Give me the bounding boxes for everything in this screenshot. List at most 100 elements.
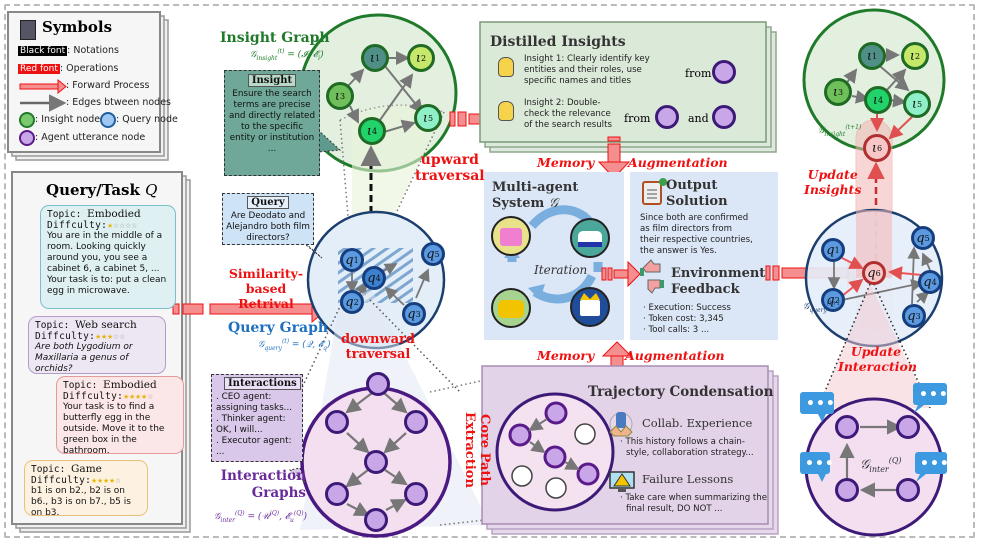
trajectory-title: Trajectory Condensation bbox=[588, 384, 774, 400]
downward-l1: downward bbox=[341, 332, 415, 347]
output-l2: Solution bbox=[666, 194, 728, 209]
core-path-l1: Core Path bbox=[477, 414, 492, 486]
query-task-title-symbol: Q bbox=[145, 181, 158, 199]
task-text: You are in the middle of a room. Looking… bbox=[47, 231, 167, 296]
star-icon: ☆ bbox=[131, 220, 138, 231]
insight-callout-tail bbox=[317, 128, 342, 153]
output-text-l2: as film directors from bbox=[640, 224, 732, 234]
interaction-line: assigning tasks... bbox=[216, 403, 293, 413]
updated-agent-node bbox=[835, 415, 859, 439]
query-callout-text: Are Deodato and Alejandro both film dire… bbox=[226, 211, 310, 243]
insight2-l2: check the relevance bbox=[524, 109, 611, 119]
memory-augmentation-down-arrow bbox=[597, 136, 631, 179]
insight-node-desc: : Insight node bbox=[35, 114, 101, 125]
agent-node bbox=[325, 410, 349, 434]
core-path-line-top bbox=[429, 379, 486, 393]
updated-agent-node bbox=[896, 415, 920, 439]
update-insights-l2: Insights bbox=[804, 182, 862, 197]
interaction-title-l2: Graphs bbox=[251, 485, 306, 501]
interactions-lines: . CEO agent:assigning tasks.... Thinker … bbox=[216, 392, 298, 458]
agent-node bbox=[404, 482, 428, 506]
feedback-item: · Token cost: 3,345 bbox=[643, 314, 724, 324]
insight-callout: Insight Ensure the search terms are prec… bbox=[224, 70, 320, 176]
memory-label-top: Memory bbox=[537, 155, 595, 170]
query-graph-formula: 𝒢query(t) = (𝒬, 𝓔q) bbox=[258, 338, 331, 352]
task-topic: Topic: Embodied bbox=[47, 208, 141, 221]
task-topic: Topic: Web search bbox=[35, 319, 137, 332]
star-icon: ★ bbox=[129, 391, 136, 402]
insight-node-symbol bbox=[19, 112, 35, 128]
forward-arrow-symbol bbox=[19, 78, 67, 95]
feedback-thumbs-icon bbox=[640, 259, 664, 294]
thinker-agent-avatar bbox=[712, 105, 736, 129]
output-text-l4: the answer is Yes. bbox=[640, 246, 717, 256]
failure-l1: Take care when summarizing the bbox=[625, 493, 768, 503]
environment-feedback-items: · Execution: Success· Token cost: 3,345·… bbox=[643, 303, 731, 336]
chat-dots: ••• bbox=[919, 387, 949, 403]
upward-l1: upward bbox=[420, 152, 479, 168]
star-icon: ★ bbox=[103, 475, 110, 486]
edges-desc: : Edges btween nodes bbox=[66, 97, 172, 108]
query-task-title: Query/Task Q bbox=[46, 181, 157, 199]
system-to-feedback-arrow bbox=[601, 260, 641, 288]
updated-insight-label: 𝒢insight(t+1) bbox=[818, 124, 862, 138]
symbols-title: Symbols bbox=[42, 18, 113, 36]
black-font-desc: : Notations bbox=[67, 45, 119, 56]
multi-agent-symbol: 𝒢 bbox=[548, 196, 559, 211]
core-path-extraction-label: Core Path Extraction bbox=[462, 395, 492, 505]
star-icon: ★ bbox=[135, 391, 142, 402]
collab-l1: This history follows a chain- bbox=[625, 437, 745, 447]
agent-node bbox=[364, 508, 388, 532]
lightbulb-icon bbox=[498, 57, 514, 77]
interaction-line: . CEO agent: bbox=[216, 392, 272, 402]
task-difficulty: Diffculty:★★★★☆ bbox=[63, 391, 154, 402]
agent-node-desc: : Agent utterance node bbox=[35, 132, 146, 143]
feedback-item: · Execution: Success bbox=[643, 303, 731, 313]
warning-monitor-icon bbox=[609, 471, 635, 492]
updated-agent-node bbox=[896, 478, 920, 502]
output-text-l1: Since both are confirmed bbox=[640, 213, 749, 223]
task-text: Are both Lygodium or Maxillaria a genus … bbox=[35, 342, 133, 374]
interaction-line: . Executor agent: ... bbox=[216, 436, 292, 457]
star-icon: ★ bbox=[107, 220, 114, 231]
query-callout-header: Query bbox=[247, 196, 289, 209]
task-difficulty: Diffculty:★★★★☆ bbox=[31, 475, 122, 486]
agent-avatars bbox=[491, 216, 610, 328]
star-icon: ★ bbox=[97, 475, 104, 486]
interactions-callout: Interactions . CEO agent:assigning tasks… bbox=[211, 374, 303, 462]
star-icon: ★ bbox=[91, 475, 98, 486]
star-icon: ☆ bbox=[113, 331, 120, 342]
interactions-callout-header: Interactions bbox=[224, 377, 301, 390]
updated-inter-label: 𝒢inter(Q) bbox=[860, 456, 902, 474]
interaction-line: . Thinker agent: bbox=[216, 414, 286, 424]
agent-node bbox=[366, 372, 390, 396]
upward-l2: traversal bbox=[415, 168, 485, 184]
core-path-graph bbox=[495, 392, 615, 512]
task-text: b1 is on b2., b2 is on b6., b3 is on b7.… bbox=[31, 486, 131, 518]
insight-callout-text: Ensure the search terms are precise and … bbox=[228, 89, 316, 154]
chat-dots: ••• bbox=[920, 456, 950, 472]
query-task-title-text: Query/Task bbox=[46, 181, 140, 199]
collab-hands-icon bbox=[609, 412, 633, 437]
augmentation-label-top: Augmentation bbox=[628, 155, 728, 170]
